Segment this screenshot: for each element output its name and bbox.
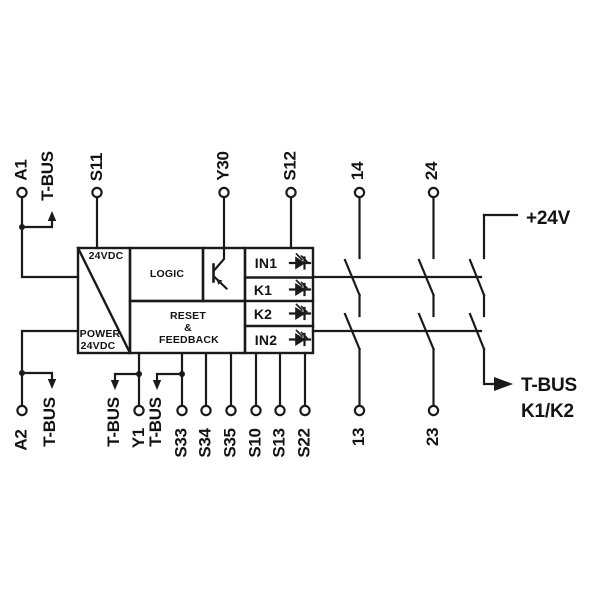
- power-name-label: POWER: [79, 328, 121, 340]
- row-label-k1: K1: [253, 281, 273, 298]
- relays-label: K1/K2: [521, 401, 574, 422]
- contact-column-24-23: [417, 258, 435, 351]
- wire-a1: [20, 196, 80, 279]
- contact-column-14-13: [343, 258, 361, 351]
- terminal-s35: [225, 404, 237, 417]
- tbus-output-label: T-BUS: [521, 375, 578, 396]
- arrow-down-icon: [47, 379, 57, 389]
- terminal-s13: [274, 404, 286, 417]
- power-rating-label: 24VDC: [88, 250, 124, 262]
- tbus-arrow-icons: [47, 211, 513, 391]
- power-voltage-label: 24VDC: [80, 340, 116, 352]
- led-icon-k1: [288, 279, 312, 297]
- row-label-k2: K2: [253, 305, 273, 322]
- terminal-a1: [16, 186, 28, 199]
- terminal-13: [353, 404, 366, 417]
- terminal-s33: [176, 404, 188, 417]
- supply-label: +24V: [526, 208, 571, 229]
- terminal-a2: [16, 404, 28, 417]
- wire-a2: [20, 329, 80, 407]
- arrow-right-icon: [494, 377, 513, 391]
- contact-column-tbus: [468, 213, 519, 386]
- junction-dots: [19, 224, 185, 377]
- arrow-down-icon: [110, 380, 120, 390]
- reset-label: RESET: [169, 310, 207, 322]
- terminal-14: [353, 186, 366, 199]
- terminal-s10: [250, 404, 262, 417]
- arrow-down-icon: [152, 380, 162, 390]
- row-label-in1: IN1: [254, 255, 278, 271]
- row-label-in2: IN2: [254, 331, 278, 348]
- feedback-label: FEEDBACK: [159, 334, 219, 346]
- led-icon-in1: [288, 252, 312, 270]
- terminal-y30: [218, 186, 230, 199]
- terminal-23: [427, 404, 440, 417]
- reset-amp-label: &: [184, 321, 192, 334]
- terminal-24: [427, 186, 440, 199]
- power-diagonal: [76, 246, 132, 355]
- logic-label: LOGIC: [149, 268, 185, 280]
- led-icon-k2: [288, 303, 312, 321]
- terminal-s11: [91, 186, 103, 199]
- terminal-s12: [285, 186, 297, 199]
- arrow-up-icon: [47, 211, 57, 221]
- terminal-y1: [133, 404, 145, 417]
- led-icon-in2: [288, 329, 312, 347]
- transistor-icon: [212, 246, 229, 291]
- wire-y1: [113, 351, 141, 407]
- terminal-circles: [16, 186, 440, 417]
- terminal-s34: [200, 404, 212, 417]
- wire-s33: [155, 351, 184, 407]
- terminal-s22: [299, 404, 311, 417]
